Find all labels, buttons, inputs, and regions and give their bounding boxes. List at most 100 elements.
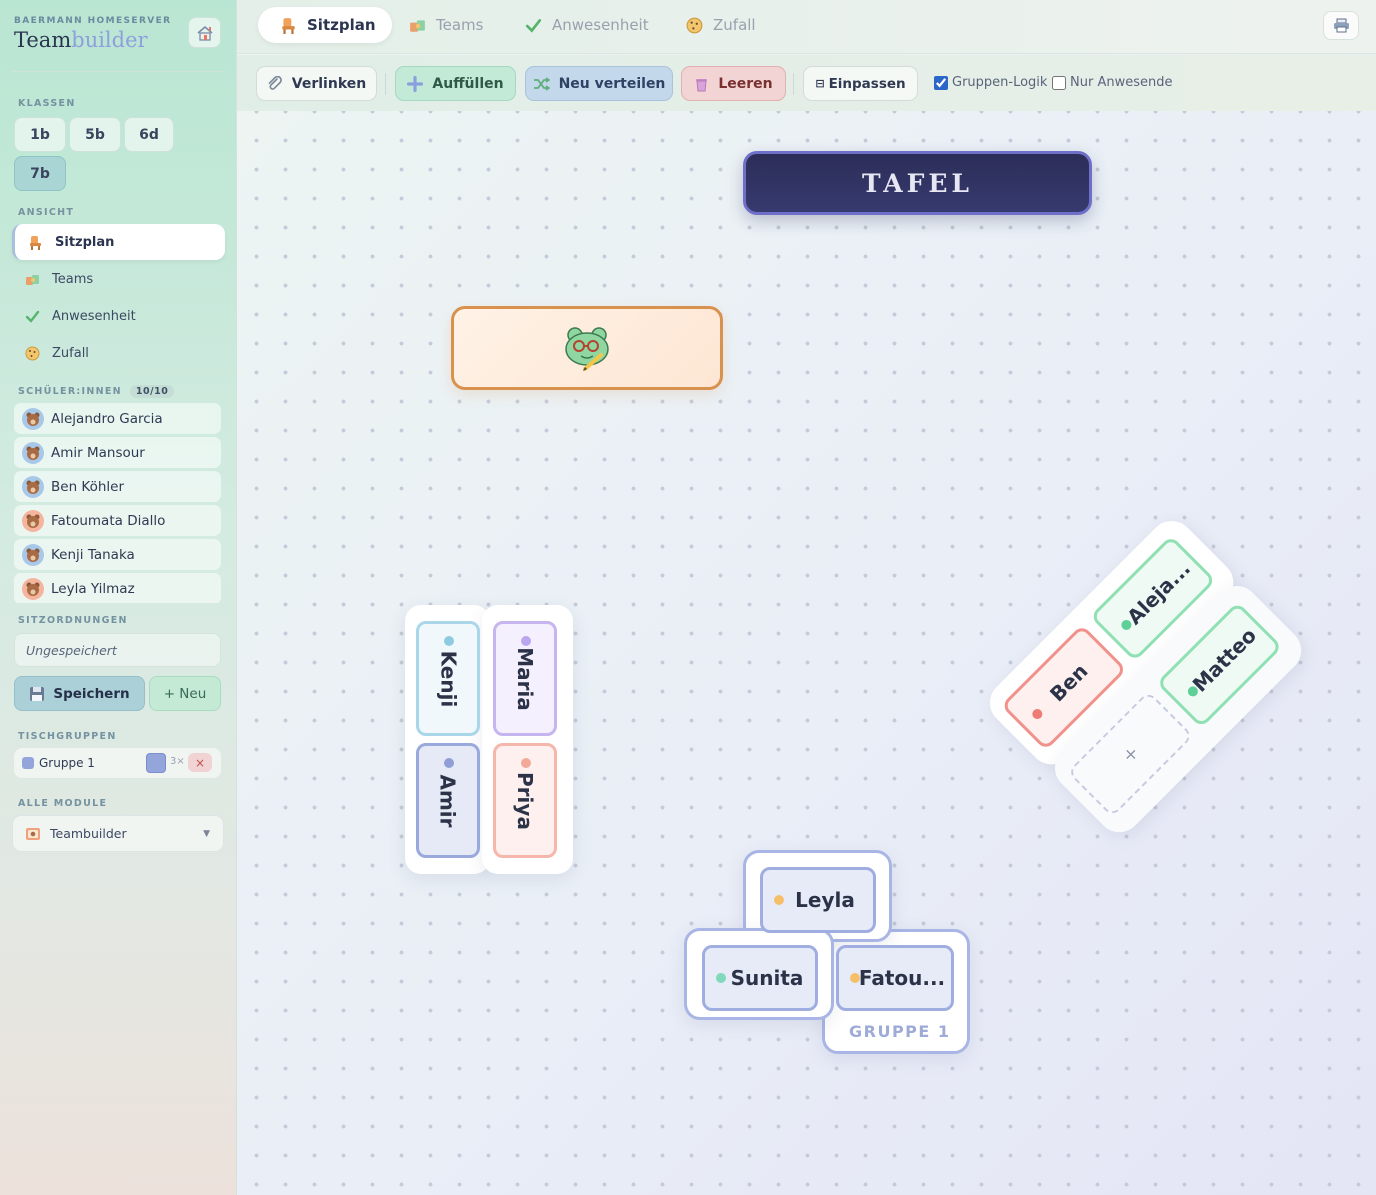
bear-avatar-icon — [22, 543, 44, 566]
bear-avatar-icon — [22, 509, 44, 532]
status-dot — [1030, 706, 1045, 722]
status-dot — [716, 973, 726, 983]
shuffle-icon — [533, 76, 550, 91]
student-list[interactable]: Alejandro Garcia Amir Mansour Ben Köhler… — [14, 403, 221, 603]
home-button[interactable] — [188, 17, 221, 48]
delete-group-button[interactable]: × — [188, 753, 212, 772]
list-item[interactable]: Fatoumata Diallo — [14, 505, 221, 536]
checkmark-icon — [525, 18, 542, 33]
list-item[interactable]: Leyla Yilmaz — [14, 573, 221, 603]
bear-avatar-icon — [22, 475, 44, 498]
clear-button[interactable]: Leeren — [681, 66, 786, 101]
toolbar: Verlinken Auffüllen Neu verteilen Leeren… — [237, 55, 1376, 111]
tab-sitzplan[interactable]: Sitzplan — [258, 7, 392, 43]
modules-heading: ALLE MODULE — [18, 798, 108, 809]
puzzle-icon — [410, 19, 425, 32]
arrangements-heading: SITZORDNUNGEN — [18, 615, 128, 626]
trash-icon — [696, 78, 708, 91]
sidebar-divider — [12, 71, 224, 72]
tab-teams[interactable]: Teams — [387, 7, 499, 43]
chevron-down-icon: ▼ — [203, 828, 210, 839]
teacher-desk[interactable] — [451, 306, 723, 390]
save-button[interactable]: Speichern — [14, 676, 145, 711]
view-heading: ANSICHT — [18, 207, 75, 218]
classes-heading: KLASSEN — [18, 98, 76, 109]
group-logic-checkbox[interactable]: Gruppen-Logik — [934, 75, 1047, 90]
cookie-icon — [24, 345, 40, 361]
link-button[interactable]: Verlinken — [256, 66, 377, 101]
sidebar-item-label: Anwesenheit — [52, 308, 136, 324]
seat-kenji[interactable]: Kenji — [416, 621, 480, 736]
status-dot — [521, 758, 531, 768]
group-name: Gruppe 1 — [39, 756, 95, 770]
floppy-disk-icon — [30, 686, 45, 701]
print-button[interactable] — [1323, 11, 1359, 40]
seat-sunita[interactable]: Sunita — [702, 945, 818, 1011]
group-label: GRUPPE 1 — [849, 1022, 951, 1041]
redistribute-button[interactable]: Neu verteilen — [525, 66, 673, 101]
table-groups-heading: TISCHGRUPPEN — [18, 731, 117, 742]
teambuilder-module-icon — [26, 827, 40, 840]
bear-avatar-icon — [22, 441, 44, 464]
status-dot — [444, 758, 454, 768]
fit-icon: ⊟ — [815, 77, 825, 90]
status-dot — [774, 895, 784, 905]
present-only-checkbox[interactable]: Nur Anwesende — [1052, 75, 1172, 90]
list-item[interactable]: Amir Mansour — [14, 437, 221, 468]
rotated-desk-group: Ben Aleja... × Matteo — [967, 491, 1342, 866]
new-arrangement-button[interactable]: + Neu — [149, 676, 221, 711]
brand-subtitle: BAERMANN HOMESERVER — [14, 16, 172, 26]
group-color-picker[interactable] — [146, 753, 166, 773]
app-title: Teambuilder — [14, 28, 148, 52]
sidebar: BAERMANN HOMESERVER Teambuilder KLASSEN … — [0, 0, 237, 1195]
tab-zufall[interactable]: Zufall — [664, 7, 772, 43]
seat-leyla[interactable]: Leyla — [760, 867, 876, 933]
fill-button[interactable]: Auffüllen — [395, 66, 516, 101]
list-item[interactable]: Alejandro Garcia — [14, 403, 221, 434]
list-item[interactable]: Ben Köhler — [14, 471, 221, 502]
status-dot — [521, 636, 531, 646]
sidebar-item-label: Teams — [52, 271, 94, 287]
remove-seat-icon: × — [1123, 744, 1138, 764]
frog-teacher-icon — [565, 327, 609, 371]
class-button-5b[interactable]: 5b — [69, 117, 121, 152]
status-dot — [850, 973, 860, 983]
list-item[interactable]: Kenji Tanaka — [14, 539, 221, 570]
status-dot — [444, 636, 454, 646]
fit-button[interactable]: ⊟ Einpassen — [803, 66, 918, 101]
students-count-badge: 10/10 — [129, 385, 175, 398]
group-logic-input[interactable] — [934, 75, 948, 90]
class-button-1b[interactable]: 1b — [14, 117, 66, 152]
group-color-square — [22, 757, 34, 769]
seat-maria[interactable]: Maria — [493, 621, 557, 736]
class-button-7b[interactable]: 7b — [14, 156, 66, 191]
present-only-input[interactable] — [1052, 75, 1066, 90]
bear-avatar-icon — [22, 407, 44, 430]
sidebar-item-sitzplan[interactable]: Sitzplan — [12, 224, 225, 260]
sidebar-item-teams[interactable]: Teams — [12, 261, 225, 297]
blackboard[interactable]: TAFEL — [743, 151, 1092, 215]
module-select-value: Teambuilder — [50, 826, 127, 841]
top-tabs: Sitzplan Teams Anwesenheit Zufall — [237, 0, 1376, 54]
sidebar-item-zufall[interactable]: Zufall — [12, 335, 225, 371]
seat-priya[interactable]: Priya — [493, 743, 557, 858]
printer-icon — [1333, 18, 1349, 33]
house-icon — [196, 25, 213, 41]
sidebar-item-label: Sitzplan — [55, 234, 115, 250]
cookie-icon — [686, 17, 703, 33]
module-select[interactable]: Teambuilder ▼ — [12, 815, 224, 852]
paperclip-icon — [268, 75, 282, 90]
class-button-6d[interactable]: 6d — [124, 117, 174, 152]
puzzle-icon — [24, 271, 40, 287]
toolbar-separator — [793, 73, 794, 95]
seat-amir[interactable]: Amir — [416, 743, 480, 858]
seat-fatoumata[interactable]: Fatou... — [836, 945, 954, 1011]
arrangement-select[interactable]: Ungespeichert — [14, 633, 221, 667]
sidebar-item-anwesenheit[interactable]: Anwesenheit — [12, 298, 225, 334]
bear-avatar-icon — [22, 577, 44, 600]
tab-anwesenheit[interactable]: Anwesenheit — [503, 7, 665, 43]
toolbar-separator — [385, 73, 386, 95]
seating-canvas[interactable]: TAFEL Kenji Amir Maria Priya — [237, 111, 1376, 1195]
table-group-row[interactable]: Gruppe 1 3× × — [14, 748, 221, 778]
